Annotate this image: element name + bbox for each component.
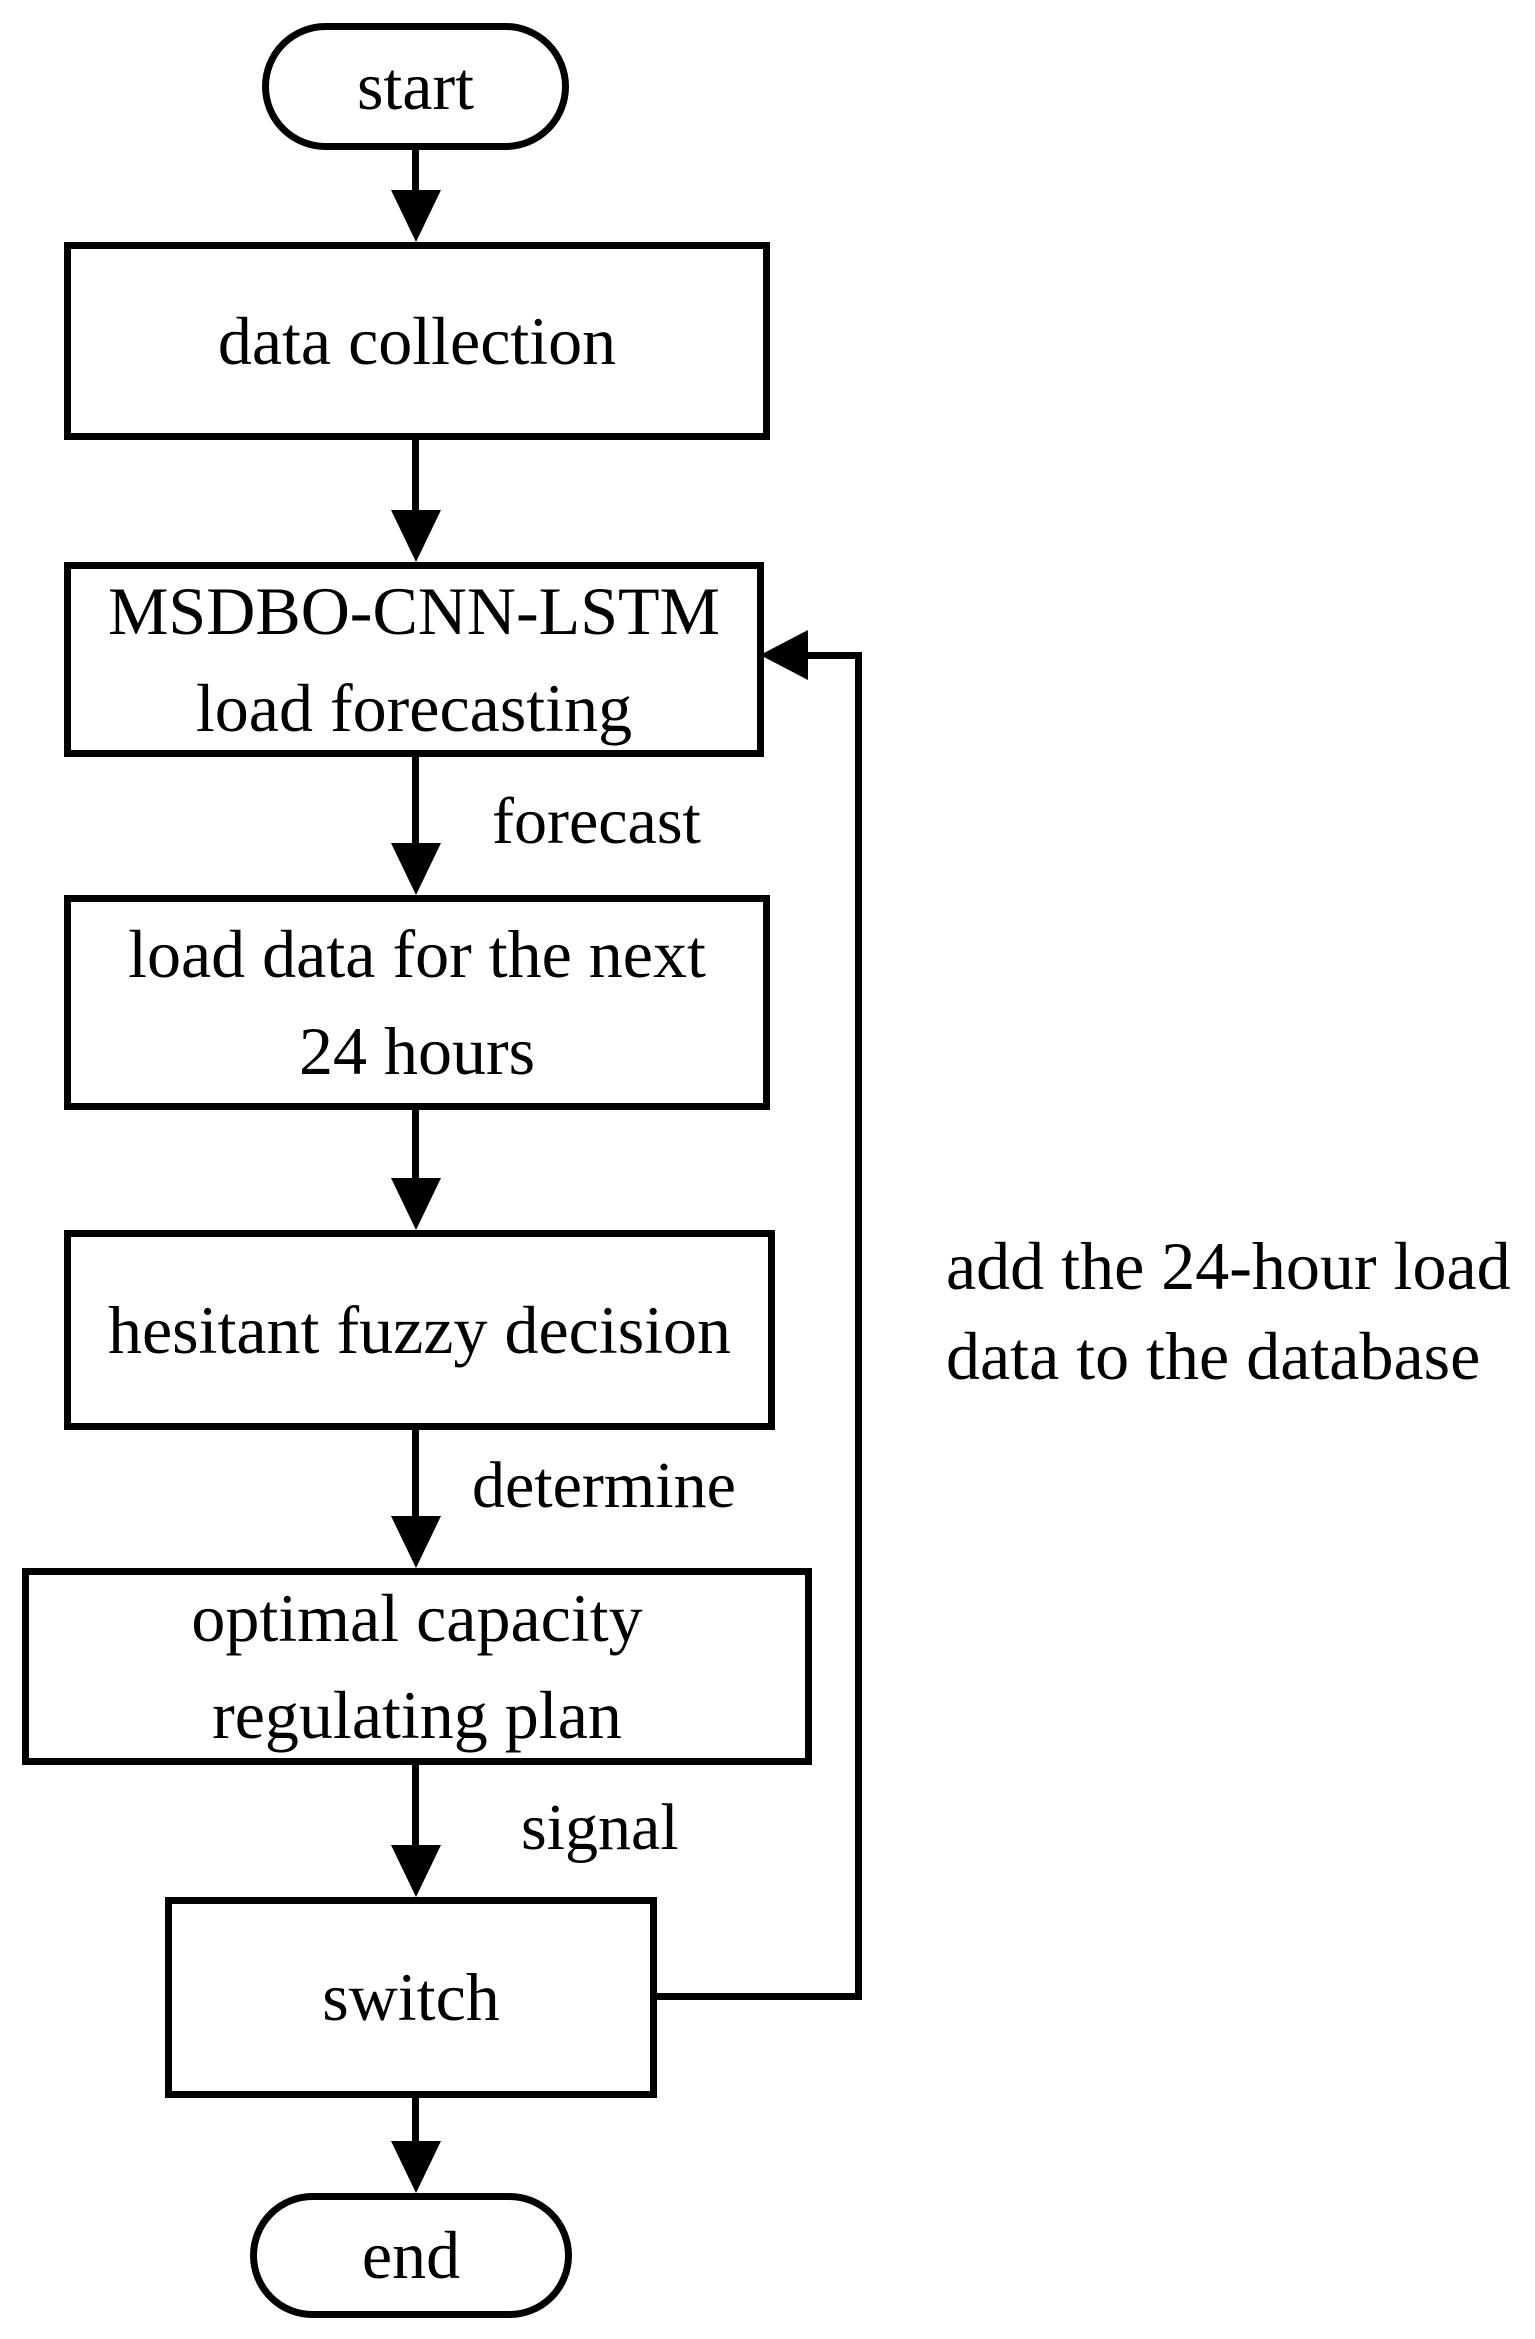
connector-feedback-top [800, 652, 862, 659]
connector-switch-to-end [412, 2098, 419, 2146]
edge-label-forecast: forecast [492, 785, 701, 858]
edge-label-determine: determine [472, 1449, 736, 1522]
node-start-label: start [356, 48, 475, 125]
connector-start-to-data [412, 147, 419, 197]
node-optimal-plan-label: optimal capacity regulating plan [191, 1579, 643, 1753]
node-switch-label: switch [322, 1959, 500, 2036]
arrowhead-start-to-data-icon [391, 190, 441, 242]
connector-loaddata-to-fuzzy [412, 1110, 419, 1185]
feedback-annotation: add the 24-hour load data to the databas… [946, 1228, 1511, 1394]
connector-data-to-forecasting [412, 440, 419, 515]
arrowhead-feedback-to-forecasting-icon [760, 630, 808, 680]
connector-forecasting-to-loaddata [412, 757, 419, 849]
node-load-forecasting: MSDBO-CNN-LSTM load forecasting [64, 562, 764, 757]
connector-feedback-vertical [855, 652, 862, 2000]
node-fuzzy-decision: hesitant fuzzy decision [64, 1230, 775, 1430]
connector-feedback-bottom [657, 1993, 862, 2000]
node-end: end [250, 2193, 572, 2318]
node-optimal-plan: optimal capacity regulating plan [22, 1568, 812, 1765]
arrowhead-loaddata-to-fuzzy-icon [391, 1178, 441, 1230]
node-load-data: load data for the next 24 hours [64, 895, 770, 1110]
arrowhead-data-to-forecasting-icon [391, 510, 441, 562]
node-fuzzy-decision-label: hesitant fuzzy decision [107, 1291, 732, 1368]
node-end-label: end [361, 2217, 461, 2294]
connector-optimal-to-switch [412, 1765, 419, 1851]
arrowhead-forecasting-to-loaddata-icon [391, 843, 441, 895]
node-data-collection-label: data collection [217, 302, 617, 379]
arrowhead-optimal-to-switch-icon [391, 1845, 441, 1897]
edge-label-signal: signal [521, 1791, 679, 1864]
arrowhead-fuzzy-to-optimal-icon [391, 1516, 441, 1568]
node-load-data-label: load data for the next 24 hours [128, 915, 706, 1089]
node-start: start [262, 23, 569, 150]
arrowhead-switch-to-end-icon [391, 2141, 441, 2193]
node-data-collection: data collection [64, 242, 770, 440]
node-switch: switch [165, 1897, 657, 2098]
connector-fuzzy-to-optimal [412, 1430, 419, 1522]
node-load-forecasting-label: MSDBO-CNN-LSTM load forecasting [107, 572, 721, 746]
